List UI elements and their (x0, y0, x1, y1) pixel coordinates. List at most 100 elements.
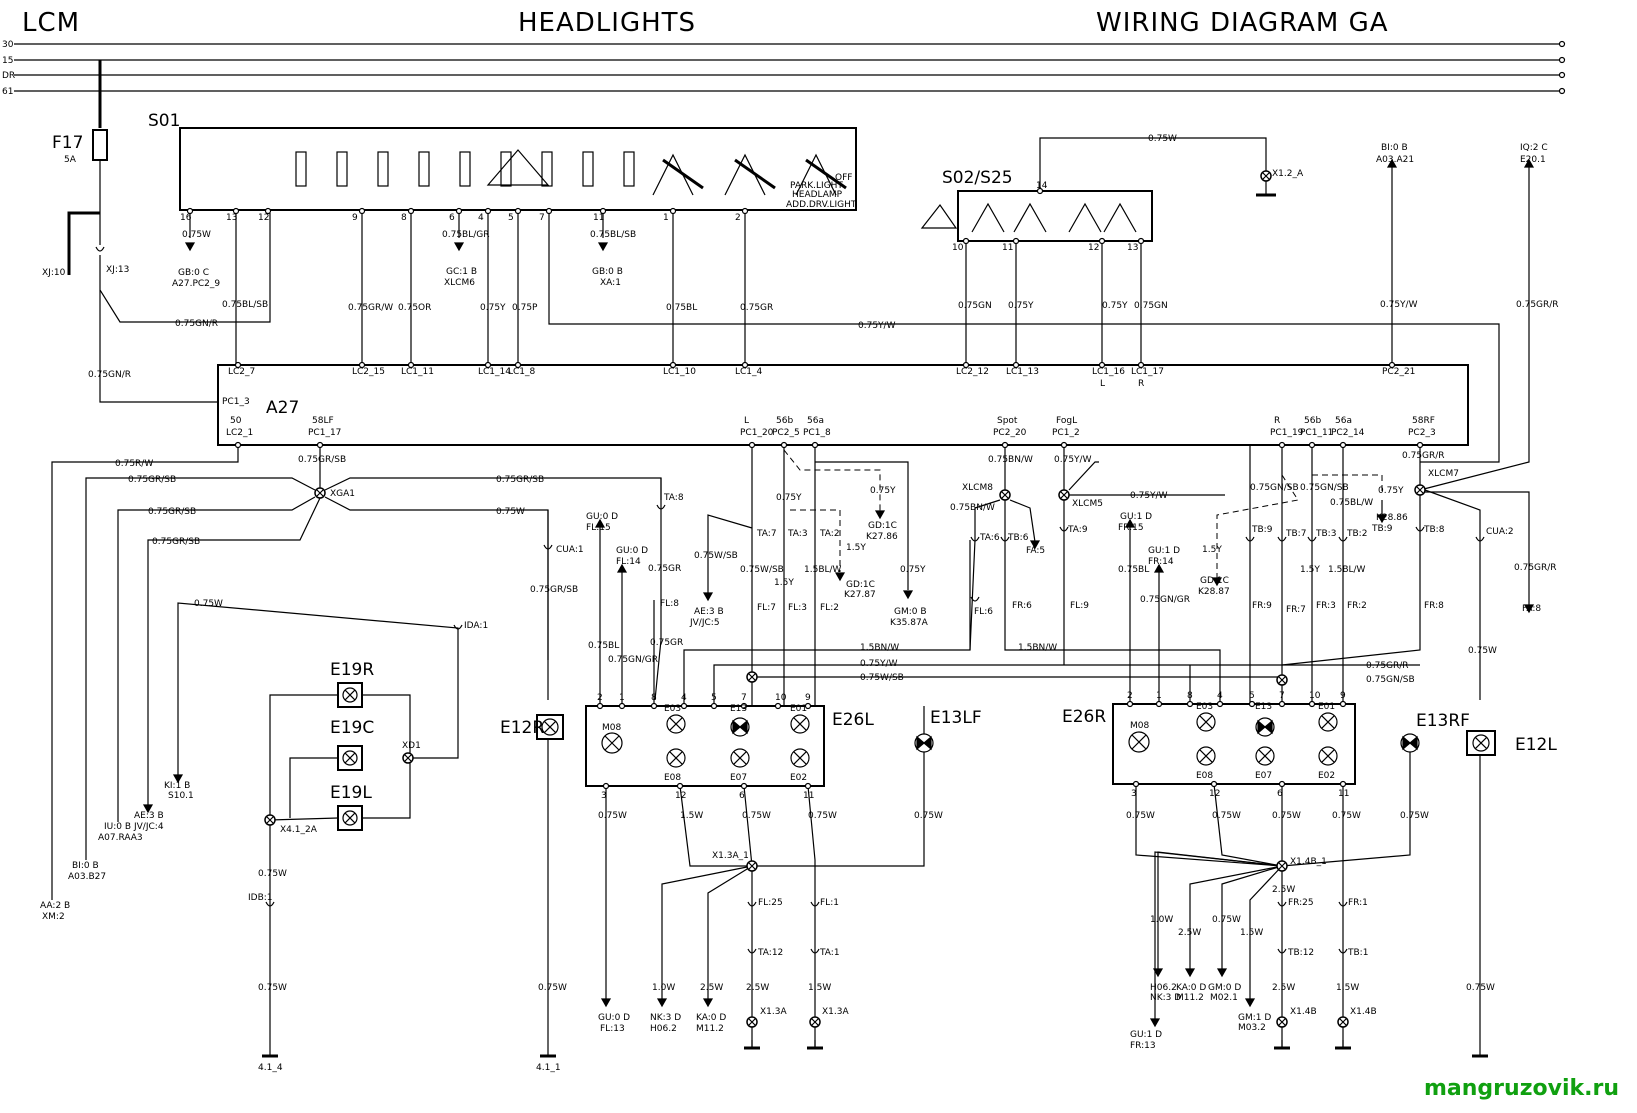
diagram-label: 0.75W (1466, 983, 1495, 993)
diagram-label: PC1_20 (740, 428, 774, 438)
switch-resistor (377, 151, 389, 187)
diagram-label: K27.87 (844, 590, 876, 600)
diagram-label: 0.75Y (1378, 486, 1404, 496)
diagram-label: XA:1 (600, 278, 621, 288)
diagram-label: IDB:1 (248, 893, 273, 903)
diagram-label: 0.75W (598, 811, 627, 821)
rotary-switch-icon (486, 149, 550, 186)
diagram-label: M03.2 (1238, 1023, 1266, 1033)
diagram-label: JV/JC:5 (689, 618, 720, 628)
switch-blade-icon (971, 202, 1005, 233)
diagram-label: 8 (651, 693, 657, 703)
arrow-down-icon (874, 510, 886, 520)
lamp-box (337, 745, 363, 771)
wire (147, 497, 321, 805)
diagram-label: XLCM5 (1072, 499, 1103, 509)
switch-resistor (582, 151, 594, 187)
diagram-label: 0.75GR (740, 303, 773, 313)
connector-icon (1277, 536, 1287, 542)
headlamp-icon (920, 203, 958, 229)
pin-terminal (669, 361, 677, 369)
diagram-label: FR:8 (1424, 601, 1444, 611)
diagram-label: 0.75Y/W (858, 321, 896, 331)
pin-number: 13 (226, 213, 237, 223)
connector-icon (1338, 536, 1348, 542)
diagram-label: GD:1C (846, 580, 875, 590)
diagram-label: 1.5Y (1300, 565, 1320, 575)
pin-number: 16 (180, 213, 192, 223)
splice-cross (1278, 1018, 1286, 1026)
arrow-down-icon (834, 572, 846, 582)
diagram-label: FL:13 (600, 1024, 625, 1034)
diagram-label: 0.75W (182, 230, 211, 240)
fuse-rating: 5A (64, 155, 77, 165)
diagram-label: 7 (1279, 691, 1285, 701)
diagram-label: ADD.DRV.LIGHT (786, 200, 857, 210)
diagram-label: 1.5BN/W (860, 643, 899, 653)
diagram-label: LC1_14 (478, 367, 511, 377)
connector-icon (1338, 901, 1348, 907)
lamp-cross (733, 751, 747, 765)
diagram-label: FL:6 (974, 607, 993, 617)
diagram-label: 12 (675, 791, 686, 801)
splice-cross (1278, 676, 1286, 684)
switch-resistor (459, 151, 471, 187)
wire (1216, 474, 1299, 580)
diagram-label: A27.PC2_9 (172, 279, 220, 289)
diagram-label: TB:9 (1251, 525, 1273, 535)
diagram-label: 0.75Y/W (1130, 491, 1168, 501)
diagram-label: 0.75GN (958, 301, 992, 311)
diagram-label: 50 (230, 416, 242, 426)
diagram-label: 0.75W (1212, 811, 1241, 821)
diagram-label: 0.75BL (588, 641, 619, 651)
arrow-up-icon (1124, 518, 1136, 528)
diagram-label: 0.75W (742, 811, 771, 821)
arrow-down-icon (142, 804, 154, 814)
diagram-label: 0.75GR/SB (496, 475, 544, 485)
diagram-label: NK:3 D (650, 1013, 681, 1023)
pin-terminal (1248, 700, 1256, 708)
diagram-label: E01 (790, 704, 807, 714)
pin-number: 11 (593, 213, 604, 223)
diagram-label: XJ:10 (42, 268, 66, 278)
diagram-label: XJ:13 (106, 265, 129, 275)
diagram-label: 1.5W (1336, 983, 1359, 993)
diagram-label: CUA:1 (556, 545, 584, 555)
connector-icon (453, 624, 463, 630)
diagram-label: LC2_7 (228, 367, 255, 377)
pin-terminal (804, 782, 812, 790)
diagram-label: 1.5BN/W (1018, 643, 1057, 653)
diagram-label: X1.3A (760, 1007, 787, 1017)
diagram-label: 0.75W (1212, 915, 1241, 925)
arrow-down-icon (172, 774, 184, 784)
diagram-label: 0.75GN/SB (1300, 483, 1349, 493)
connector-icon (1277, 948, 1287, 954)
diagram-label: M11.2 (696, 1024, 724, 1034)
pin-terminal (484, 207, 492, 215)
diagram-label: 4.1_4 (258, 1063, 283, 1073)
arrow-down-icon (1216, 968, 1228, 978)
diagram-label: PC1_11 (1300, 428, 1333, 438)
wire (713, 664, 1420, 706)
diagram-label: TA:2 (819, 529, 840, 539)
pin-terminal (602, 782, 610, 790)
wire (1221, 865, 1283, 970)
diagram-label: 0.75GN/GR (608, 655, 658, 665)
pin-terminal (599, 207, 607, 215)
header-headlights: HEADLIGHTS (518, 8, 697, 38)
wire (752, 752, 925, 867)
diagram-label: A07.RAA3 (98, 833, 143, 843)
splice-cross (748, 1018, 756, 1026)
diagram-label: 0.75GR/SB (148, 507, 196, 517)
lamp-cross (793, 751, 807, 765)
diagram-label: FR:6 (1012, 601, 1032, 611)
diagram-label: FL:3 (788, 603, 807, 613)
diagram-label: 0.75GR/R (1514, 563, 1557, 573)
diagram-label: E01 (1318, 702, 1335, 712)
diagram-label: 1 (1156, 691, 1162, 701)
diagram-label: FA:8 (1522, 604, 1541, 614)
rail-end (1558, 40, 1566, 48)
connector-icon (1000, 536, 1010, 542)
diagram-label: 6 (1277, 789, 1283, 799)
